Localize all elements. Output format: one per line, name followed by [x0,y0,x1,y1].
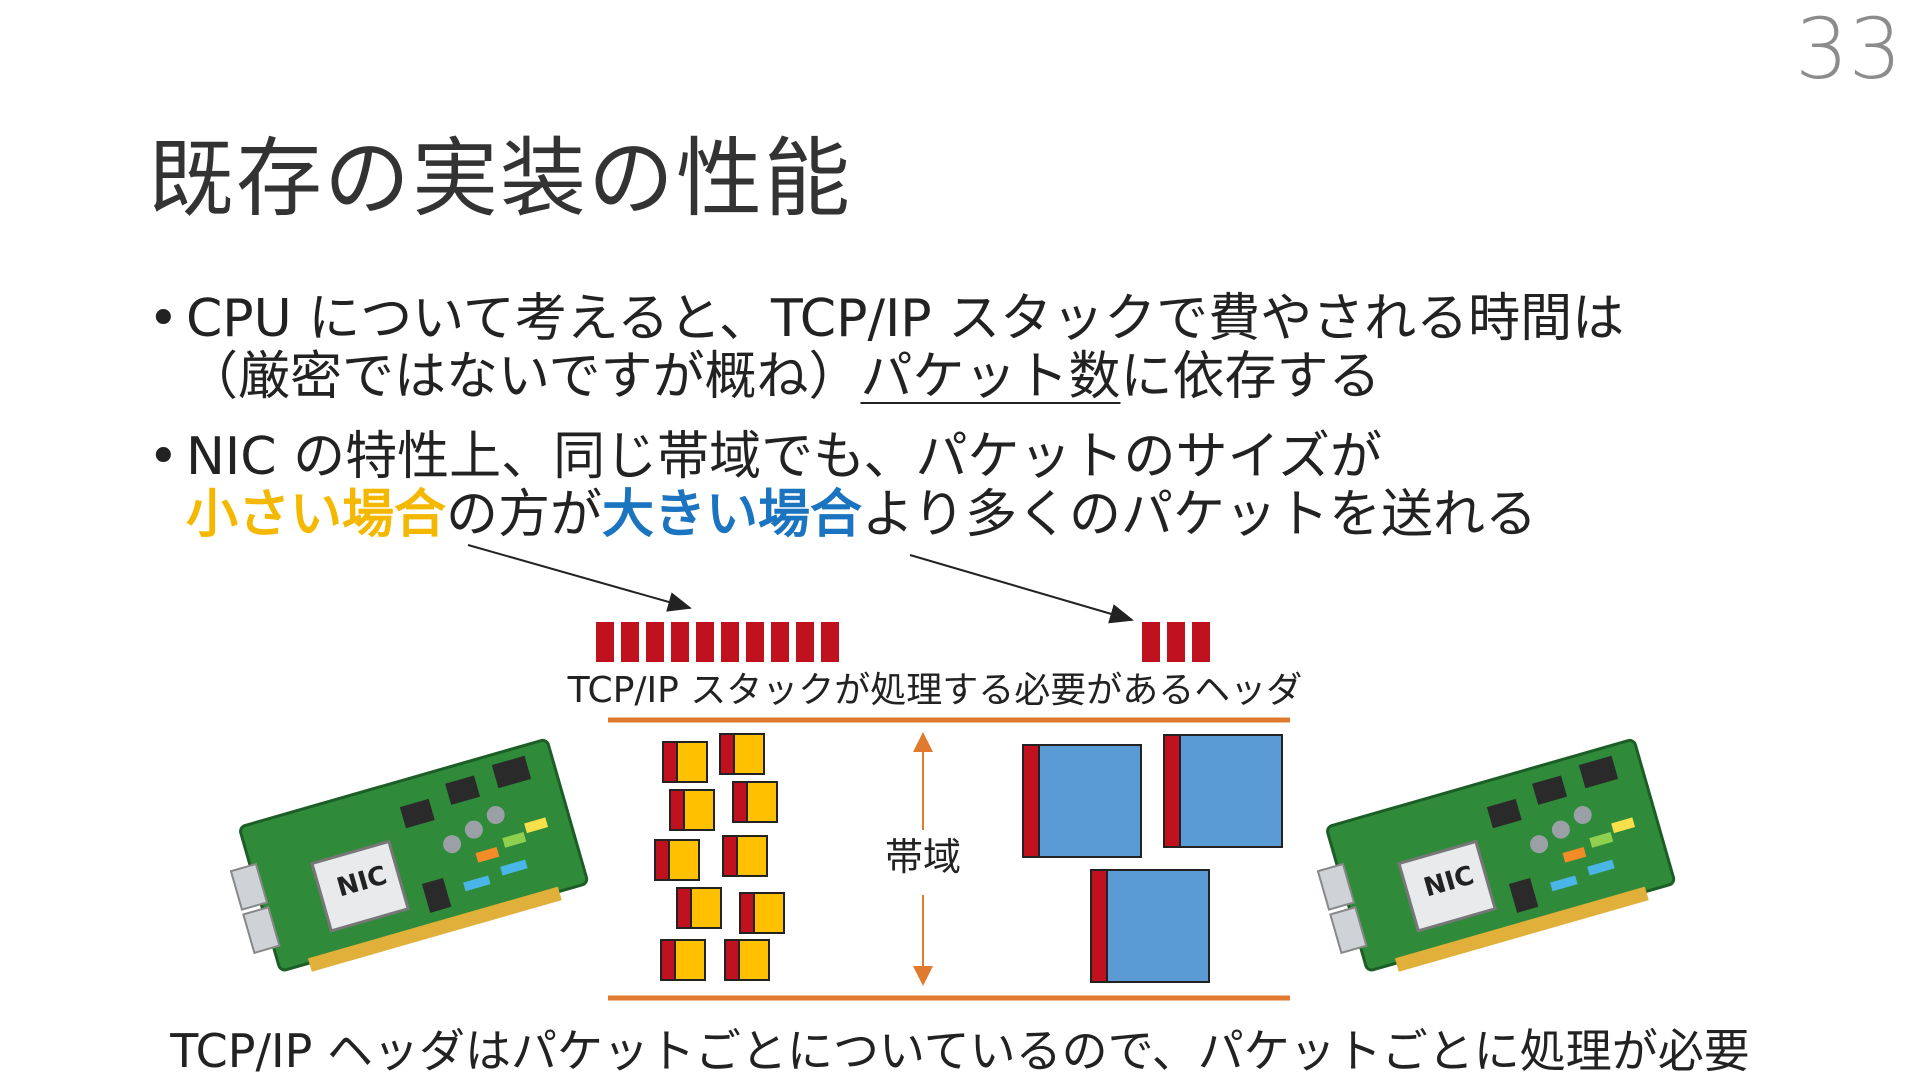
header-bar [746,622,764,662]
bullet-2-line-2: 小さい場合の方が大きい場合より多くのパケットを送れる [186,486,1848,544]
nic-card-right: NIC [1312,737,1680,985]
bullet-marker: • [148,289,179,349]
small-case-highlight: 小さい場合 [186,485,447,545]
small-packet-headers [596,622,839,662]
bullet-2-line-1: NIC の特性上、同じ帯域でも、パケットのサイズが [186,427,1382,487]
header-label: TCP/IP スタックが処理する必要があるヘッダ [567,670,1303,711]
bullet-item-2: • NIC の特性上、同じ帯域でも、パケットのサイズが 小さい場合の方が大きい場… [148,428,1848,544]
nic-label-right: NIC [1421,861,1478,904]
small-packets [654,733,785,981]
nic-label-left: NIC [334,861,391,904]
header-bar [696,622,714,662]
small-packet [732,781,778,823]
bullet-2-mid: の方が [446,485,603,545]
bullet-marker: • [148,427,179,487]
large-packet [1090,869,1210,983]
header-bar [821,622,839,662]
bullet-list: • CPU について考えると、TCP/IP スタックで費やされる時間は （厳密で… [148,290,1848,566]
header-bar [1142,622,1160,662]
header-bar [596,622,614,662]
bullet-1-line-1: CPU について考えると、TCP/IP スタックで費やされる時間は [186,289,1625,349]
header-bar [721,622,739,662]
page-number: 33 [1795,0,1902,98]
header-bar [646,622,664,662]
header-bar [671,622,689,662]
large-packet [1163,734,1283,848]
bullet-1-line-2-pre: （厳密ではないですが概ね） [186,347,861,407]
large-packet [1022,744,1142,858]
bandwidth-label: 帯域 [885,835,961,879]
large-packet-headers [1142,622,1210,662]
header-bar [771,622,789,662]
large-case-highlight: 大きい場合 [602,485,863,545]
small-packet [739,892,785,934]
bullet-item-1: • CPU について考えると、TCP/IP スタックで費やされる時間は （厳密で… [148,290,1848,406]
footer-caption: TCP/IP ヘッダはパケットごとについているので、パケットごとに処理が必要 [170,1024,1750,1078]
small-packet [724,939,770,981]
small-packet [669,789,715,831]
header-bar [1192,622,1210,662]
bullet-1-line-2: （厳密ではないですが概ね）パケット数に依存する [186,348,1848,406]
large-packets [1022,734,1283,983]
small-packet [660,939,706,981]
bullet-1-line-2-post: に依存する [1120,347,1381,407]
slide-title: 既存の実装の性能 [148,129,852,229]
header-bar [1167,622,1185,662]
header-bar [621,622,639,662]
header-bar [796,622,814,662]
bullet-2-tail: より多くのパケットを送れる [862,485,1538,545]
small-packet [722,835,768,877]
small-packet [654,839,700,881]
small-packet [719,733,765,775]
small-packet [662,741,708,783]
packet-count-underlined: パケット数 [860,347,1121,407]
small-packet [676,887,722,929]
nic-card-left: NIC [225,737,593,985]
